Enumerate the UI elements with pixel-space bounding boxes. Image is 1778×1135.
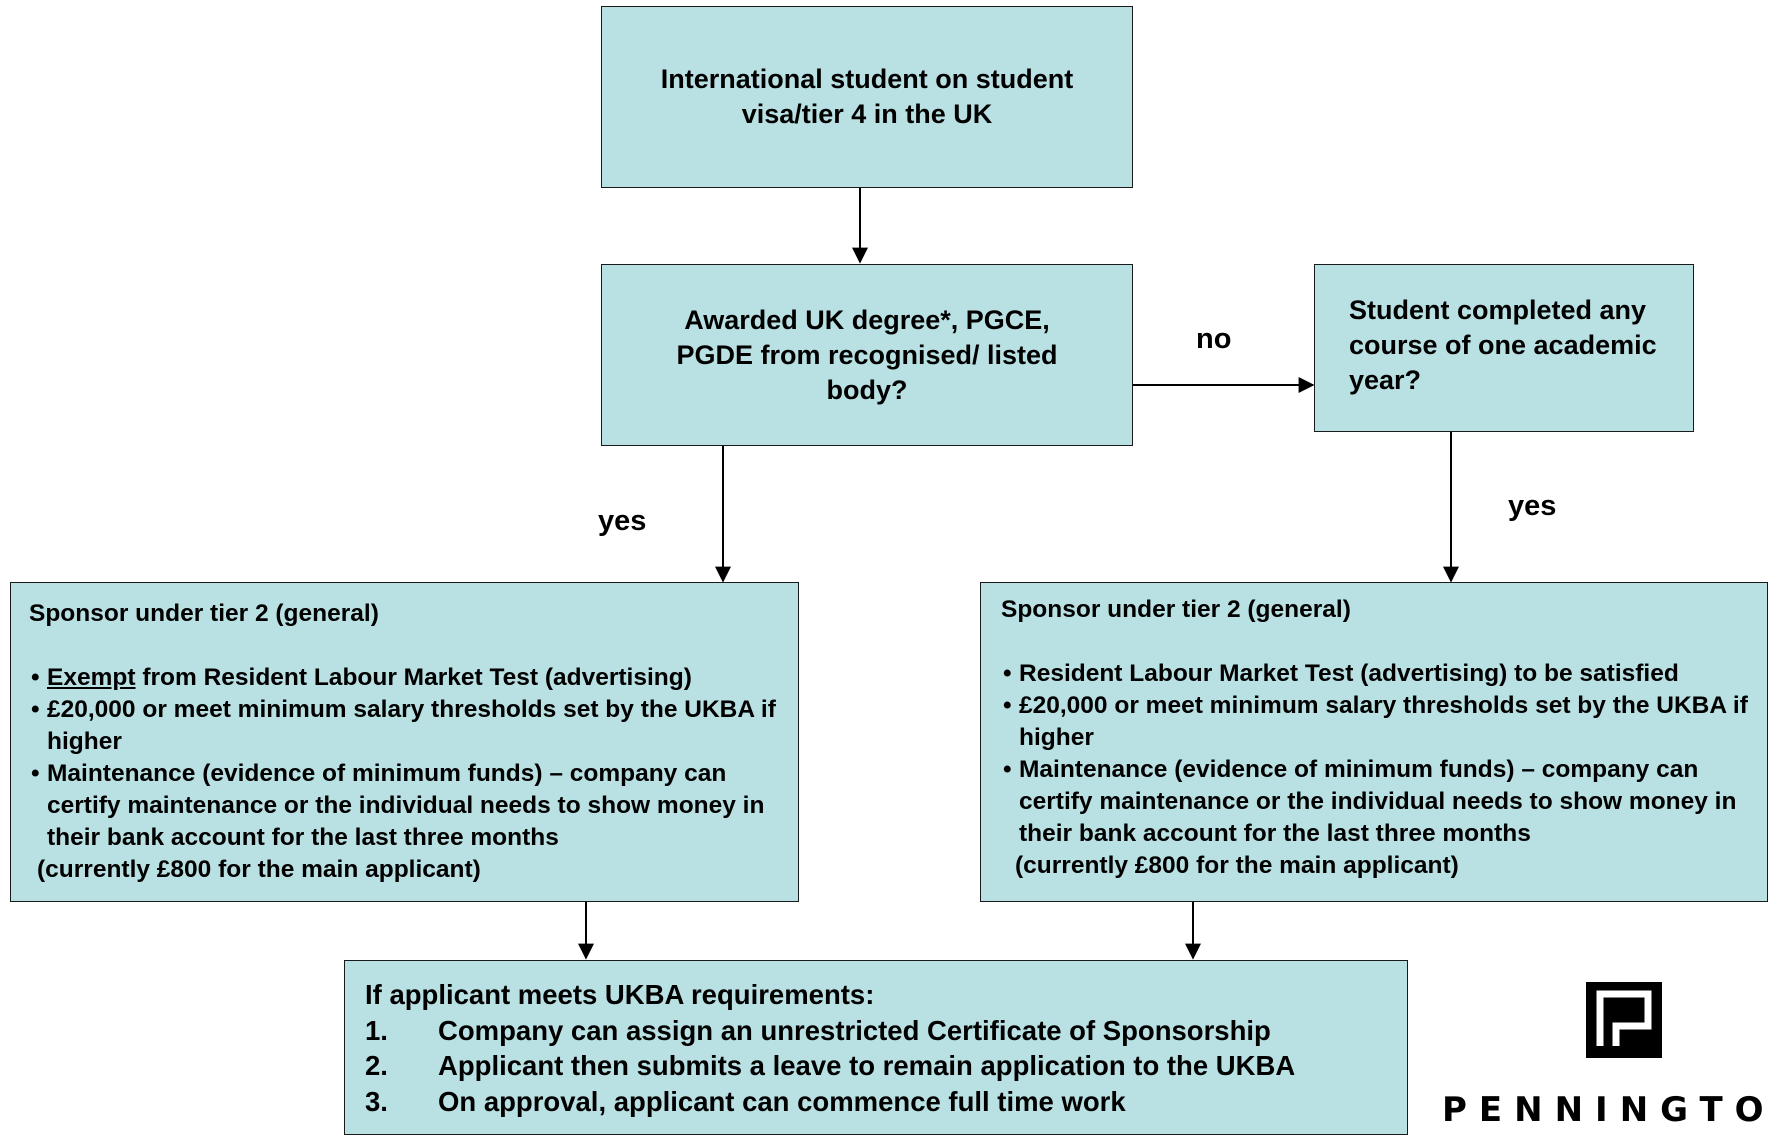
- pennington-logo-text: PENNINGTON: [1442, 1090, 1778, 1130]
- right-note: (currently £800 for the main applicant): [1015, 852, 1459, 879]
- list-item: Maintenance (evidence of minimum funds) …: [1001, 754, 1759, 850]
- yes-label-right: yes: [1508, 490, 1557, 522]
- left-note: (currently £800 for the main applicant): [37, 856, 481, 883]
- right-sponsor-box: Sponsor under tier 2 (general) Resident …: [980, 582, 1768, 902]
- list-item: Exempt from Resident Labour Market Test …: [29, 662, 790, 694]
- left-requirements-list: Exempt from Resident Labour Market Test …: [29, 662, 790, 854]
- course-question-text: Student completed any course of one acad…: [1349, 295, 1657, 395]
- left-sponsor-title: Sponsor under tier 2 (general): [29, 600, 379, 627]
- right-requirements-list: Resident Labour Market Test (advertising…: [1001, 658, 1759, 850]
- exempt-underlined: Exempt: [47, 664, 136, 691]
- course-question-box: Student completed any course of one acad…: [1314, 264, 1694, 432]
- left-sponsor-box: Sponsor under tier 2 (general) Exempt fr…: [10, 582, 799, 902]
- no-label: no: [1196, 323, 1232, 355]
- list-item: 2.Applicant then submits a leave to rema…: [365, 1050, 1296, 1081]
- list-item: Maintenance (evidence of minimum funds) …: [29, 758, 790, 854]
- pennington-logo-mark: [1586, 982, 1662, 1058]
- list-item: £20,000 or meet minimum salary threshold…: [29, 694, 790, 758]
- outcome-steps: 1.Company can assign an unrestricted Cer…: [365, 1013, 1397, 1120]
- degree-question-text: Awarded UK degree*, PGCE, PGDE from reco…: [676, 304, 1058, 405]
- list-item: Resident Labour Market Test (advertising…: [1001, 658, 1759, 690]
- right-sponsor-title: Sponsor under tier 2 (general): [1001, 596, 1351, 623]
- outcome-title: If applicant meets UKBA requirements:: [365, 979, 875, 1010]
- start-box-text: International student on student visa/ti…: [660, 64, 1074, 129]
- list-item: 1.Company can assign an unrestricted Cer…: [365, 1014, 1271, 1046]
- yes-label-left: yes: [598, 505, 647, 537]
- start-box: International student on student visa/ti…: [601, 6, 1133, 188]
- degree-question-box: Awarded UK degree*, PGCE, PGDE from reco…: [601, 264, 1133, 446]
- outcome-box: If applicant meets UKBA requirements: 1.…: [344, 960, 1408, 1135]
- list-item: £20,000 or meet minimum salary threshold…: [1001, 690, 1759, 754]
- pennington-logo: PENNINGTON: [1440, 982, 1778, 1130]
- list-item: 3.On approval, applicant can commence fu…: [365, 1085, 1126, 1117]
